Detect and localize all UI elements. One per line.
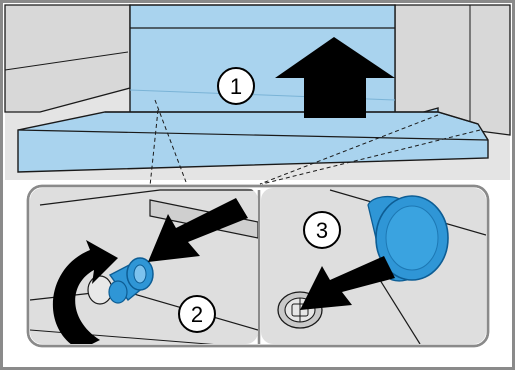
rail-line: [39, 189, 258, 206]
leader-line: [149, 109, 159, 187]
panel-edge: [379, 279, 421, 344]
step-3-label: 3: [316, 218, 328, 243]
hood-panel-edge: [17, 129, 489, 141]
top-panel: 1: [4, 4, 511, 187]
screw-hole: [87, 275, 113, 305]
arrow-down-left-icon: [148, 198, 248, 262]
filter-cap-icon: [367, 195, 449, 282]
leader-line: [261, 129, 481, 185]
step-1-badge: [217, 67, 255, 105]
step-1-label: 1: [230, 74, 242, 99]
filter-cap-icon: [108, 257, 154, 304]
hood-upper-body: [129, 4, 439, 123]
step-3-badge: [303, 211, 341, 249]
curved-rotate-arrow-icon: [52, 240, 118, 344]
detail-left: 2: [30, 188, 258, 344]
step-2-label: 2: [191, 302, 203, 327]
leader-line: [259, 114, 439, 185]
arrow-up-icon: [275, 37, 395, 118]
hood-panel-top: [105, 111, 479, 125]
detail-frame-border: [26, 184, 490, 348]
detail-right: 3: [261, 188, 486, 344]
cabinet-edge: [4, 51, 129, 71]
left-cabinet: [4, 4, 131, 113]
leader-line: [154, 99, 187, 183]
step-2-badge: [178, 295, 216, 333]
pull-out-arrow-icon: [300, 256, 395, 310]
